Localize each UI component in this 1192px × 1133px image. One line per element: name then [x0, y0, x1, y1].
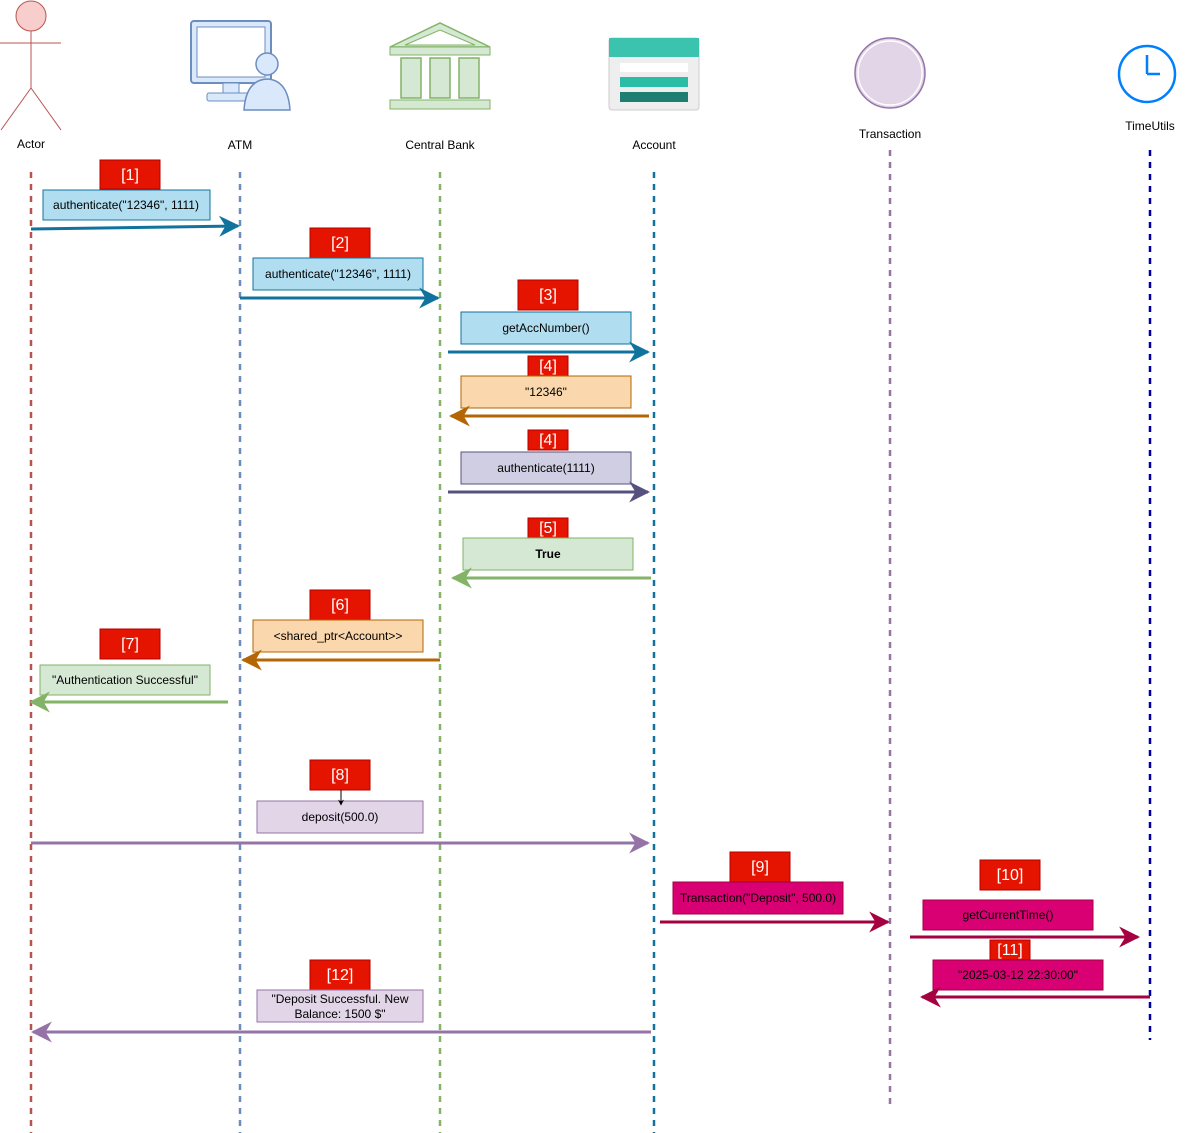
message-5: [5] True [450, 517, 651, 589]
step-number: [3] [539, 287, 557, 304]
message-label-box [252, 619, 424, 653]
message-label: "Authentication Successful" [52, 673, 198, 687]
bank-building-icon [389, 22, 491, 110]
message-label: getAccNumber() [502, 321, 589, 335]
message-label-box [252, 257, 424, 291]
message-label-box [42, 189, 211, 221]
message-label: authenticate(1111) [497, 461, 594, 475]
message-label: authenticate("12346", 1111) [53, 198, 199, 212]
computer-user-icon [190, 20, 291, 111]
message-10: [10] getCurrentTime() [910, 859, 1141, 948]
message-4-authenticate: [4] authenticate(1111) [448, 429, 651, 503]
message-label: deposit(500.0) [302, 810, 379, 824]
step-number: [4] [539, 358, 557, 375]
participant-label-transaction: Transaction [859, 127, 921, 141]
step-badge [309, 589, 371, 621]
stick-figure-actor-icon [0, 0, 62, 131]
step-number: [1] [121, 167, 139, 184]
step-number: [10] [997, 867, 1024, 884]
step-number: [4] [539, 432, 557, 449]
message-3: [3] getAccNumber() [448, 279, 651, 363]
participant-label-account: Account [632, 138, 676, 152]
account-storage-icon [608, 37, 700, 111]
step-badge [979, 859, 1041, 891]
step-number: [6] [331, 597, 349, 614]
message-4-return: [4] "12346" [448, 355, 649, 427]
step-number: [7] [121, 636, 139, 653]
step-badge [527, 429, 569, 451]
message-7: [7] "Authentication Successful" [28, 628, 228, 713]
step-number: [5] [539, 520, 557, 537]
participant-label-atm: ATM [228, 138, 252, 152]
message-label-box [460, 311, 632, 345]
message-11: [11] "2025-03-12 22:30:00" [919, 939, 1150, 1008]
message-label: authenticate("12346", 1111) [265, 267, 411, 281]
message-9: [9] Transaction("Deposit", 500.0) [660, 851, 891, 933]
message-label-box [460, 375, 632, 409]
message-label: Transaction("Deposit", 500.0) [680, 891, 836, 905]
step-badge [309, 227, 371, 259]
message-label: "2025-03-12 22:30:00" [958, 968, 1078, 982]
step-number: [8] [331, 767, 349, 784]
clock-icon [1117, 44, 1177, 104]
message-2: [2] authenticate("12346", 1111) [240, 227, 441, 309]
message-label-box [39, 664, 211, 696]
message-label-box [256, 989, 424, 1023]
message-8: [8] deposit(500.0) [31, 759, 651, 854]
message-label-box [932, 959, 1104, 991]
step-badge [309, 959, 371, 991]
message-label: getCurrentTime() [963, 908, 1054, 922]
message-label-box [922, 899, 1094, 931]
message-label-line-2: Balance: 1500 $" [295, 1007, 386, 1021]
message-arrow [30, 215, 241, 237]
step-number: [12] [327, 967, 354, 984]
message-label-box [672, 881, 844, 915]
step-badge [309, 759, 371, 791]
message-label-line-1: "Deposit Successful. New [272, 992, 409, 1006]
message-label: "12346" [525, 385, 567, 399]
message-label-box [462, 537, 634, 571]
step-number: [2] [331, 235, 349, 252]
participant-label-timeutils: TimeUtils [1125, 119, 1175, 133]
message-label: <shared_ptr<Account>> [274, 629, 403, 643]
message-12: [12] "Deposit Successful. New Balance: 1… [30, 959, 651, 1043]
step-badge [99, 159, 161, 190]
step-number: [11] [997, 942, 1023, 959]
message-label: True [535, 547, 561, 561]
participant-label-central-bank: Central Bank [405, 138, 475, 152]
step-number: [9] [751, 859, 769, 876]
message-6: [6] <shared_ptr<Account>> [240, 589, 440, 671]
step-badge [517, 279, 579, 311]
message-1: [1] authenticate("12346", 1111) [30, 159, 241, 237]
participant-label-actor: Actor [17, 137, 45, 151]
circle-entity-icon [854, 37, 926, 109]
message-label-box [460, 451, 632, 485]
step-badge [99, 628, 161, 660]
